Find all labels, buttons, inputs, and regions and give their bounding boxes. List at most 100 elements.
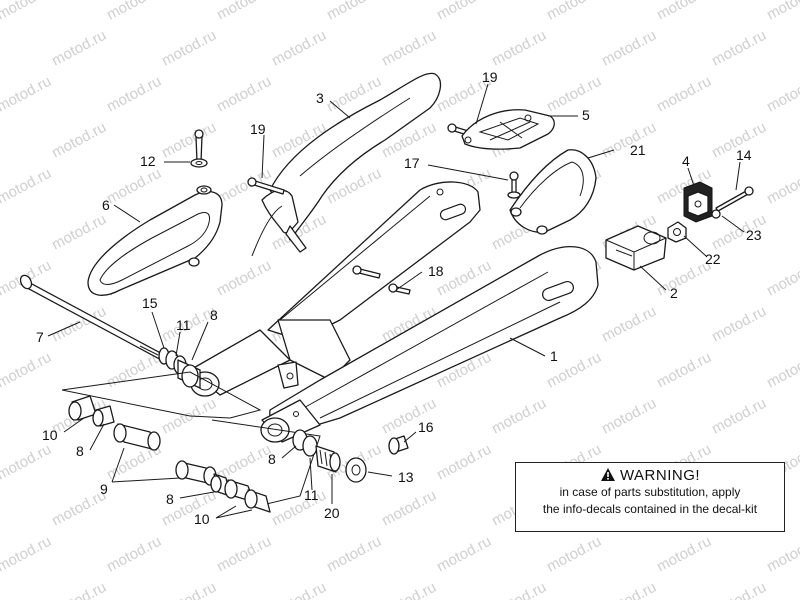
part-2-chain-adjuster — [605, 225, 667, 271]
watermark-text: motod.ru — [709, 303, 769, 346]
watermark-text: motod.ru — [654, 533, 714, 576]
watermark-text: motod.ru — [654, 349, 714, 392]
label-2: 2 — [670, 285, 678, 301]
part-23-nut — [711, 209, 721, 219]
watermark-text: motod.ru — [0, 165, 54, 208]
watermark-text: motod.ru — [764, 165, 800, 208]
label-16: 16 — [418, 419, 434, 435]
watermark-text: motod.ru — [489, 27, 549, 70]
warning-line-2: the info-decals contained in the decal-k… — [542, 502, 758, 516]
watermark-text: motod.ru — [544, 0, 604, 24]
watermark-text: motod.ru — [599, 579, 659, 600]
label-8a: 8 — [210, 307, 218, 323]
label-14: 14 — [736, 147, 752, 163]
label-15: 15 — [142, 295, 158, 311]
label-3: 3 — [316, 90, 324, 106]
label-8d: 8 — [268, 451, 276, 467]
watermark-text: motod.ru — [654, 73, 714, 116]
callout-labels: 3 19 5 21 4 14 23 22 2 1 12 6 19 17 18 7… — [36, 69, 762, 527]
watermark-text: motod.ru — [49, 579, 109, 600]
warning-line-1: in case of parts substitution, apply — [559, 485, 741, 499]
watermark-text: motod.ru — [544, 533, 604, 576]
watermark-text: motod.ru — [764, 0, 800, 24]
part-10-8-9-bearing-set — [61, 371, 262, 451]
label-10b: 10 — [194, 511, 210, 527]
part-14-bolt — [715, 186, 754, 212]
label-10a: 10 — [42, 427, 58, 443]
part-8-11-20-pivot-right — [292, 429, 341, 473]
label-12: 12 — [140, 153, 156, 169]
label-17: 17 — [404, 155, 420, 171]
watermark-text: motod.ru — [434, 0, 494, 24]
part-7-axle — [19, 274, 164, 360]
part-5-guard-plate — [461, 109, 555, 150]
watermark-text: motod.ru — [0, 0, 54, 24]
part-17-screw — [507, 171, 521, 199]
part-13-washer — [345, 457, 367, 483]
watermark-text: motod.ru — [269, 579, 329, 600]
watermark-text: motod.ru — [49, 119, 109, 162]
watermark-text: motod.ru — [489, 395, 549, 438]
watermark-text: motod.ru — [104, 165, 164, 208]
watermark-text: motod.ru — [599, 303, 659, 346]
watermark-text: motod.ru — [599, 395, 659, 438]
label-1: 1 — [550, 348, 558, 364]
label-18: 18 — [428, 263, 444, 279]
watermark-text: motod.ru — [49, 211, 109, 254]
watermark-text: motod.ru — [489, 579, 549, 600]
watermark-text: motod.ru — [324, 533, 384, 576]
watermark-text: motod.ru — [49, 27, 109, 70]
part-6-chain-guard — [87, 185, 223, 296]
watermark-text: motod.ru — [214, 0, 274, 24]
leader-lines — [47, 83, 745, 519]
watermark-text: motod.ru — [0, 533, 54, 576]
label-8c: 8 — [166, 491, 174, 507]
label-19b: 19 — [482, 69, 498, 85]
watermark-text: motod.ru — [104, 73, 164, 116]
label-22: 22 — [705, 251, 721, 267]
part-12-washer-screw — [190, 129, 208, 168]
watermark-text: motod.ru — [599, 27, 659, 70]
watermark-text: motod.ru — [434, 533, 494, 576]
watermark-text: motod.ru — [104, 533, 164, 576]
watermark-text: motod.ru — [709, 579, 769, 600]
watermark-text: motod.ru — [434, 441, 494, 484]
watermark-text: motod.ru — [159, 579, 219, 600]
part-18-bolts — [352, 265, 411, 295]
label-13: 13 — [398, 469, 414, 485]
label-21: 21 — [630, 142, 646, 158]
watermark-text: motod.ru — [214, 73, 274, 116]
watermark-text: motod.ru — [104, 0, 164, 24]
watermark-text: motod.ru — [0, 349, 54, 392]
watermark-text: motod.ru — [709, 27, 769, 70]
warning-title-text: WARNING! — [619, 467, 701, 484]
label-11b: 11 — [304, 487, 319, 503]
part-4-tensioner — [683, 181, 713, 223]
label-5: 5 — [582, 107, 590, 123]
watermark-text: motod.ru — [214, 533, 274, 576]
warning-panel: WARNING! in case of parts substitution, … — [515, 462, 785, 532]
label-23: 23 — [746, 227, 762, 243]
label-20: 20 — [324, 505, 340, 521]
part-15-11-8-spacers — [158, 347, 201, 389]
watermark-text: motod.ru — [379, 27, 439, 70]
warning-triangle-icon — [600, 468, 615, 481]
label-11a: 11 — [176, 317, 191, 333]
label-19a: 19 — [250, 121, 266, 137]
watermark-text: motod.ru — [764, 349, 800, 392]
watermark-text: motod.ru — [269, 487, 329, 530]
watermark-text: motod.ru — [159, 27, 219, 70]
part-1-swingarm — [189, 181, 599, 443]
part-9-8-10-bearing-set-lower — [175, 419, 321, 513]
label-7: 7 — [36, 329, 44, 345]
part-19-screw-left — [247, 177, 285, 195]
part-3-mudguard — [251, 72, 442, 257]
label-8b: 8 — [76, 443, 84, 459]
watermark-text: motod.ru — [764, 257, 800, 300]
label-9: 9 — [100, 481, 108, 497]
watermark-text: motod.ru — [159, 119, 219, 162]
part-22-nut — [667, 221, 687, 243]
watermark-text: motod.ru — [0, 73, 54, 116]
watermark-text: motod.ru — [654, 0, 714, 24]
watermark-text: motod.ru — [544, 73, 604, 116]
